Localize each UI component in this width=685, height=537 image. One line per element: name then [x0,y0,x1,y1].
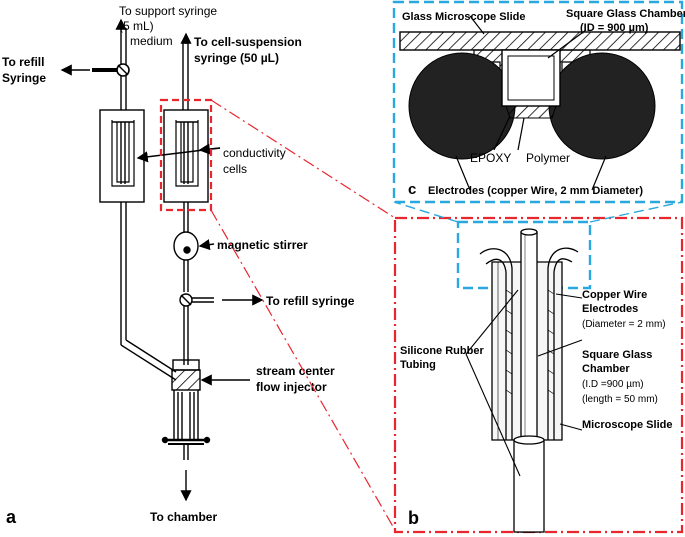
red-zoom-frames [159,98,684,534]
panel-b-leaders [465,289,583,477]
panel-c-leaders [455,15,607,191]
panel-a-apparatus [92,28,214,460]
conductivity-label-2: cells [223,162,247,176]
b-square-label-1: Square Glass [582,349,652,361]
support-syringe-label-1: To support syringe [119,4,217,18]
injector-label-1: stream center [256,364,335,378]
refill-label-1: To refill [2,55,44,69]
b-copper-label-3: (Diameter = 2 mm) [582,319,666,330]
c-electrodes-label: Electrodes (copper Wire, 2 mm Diameter) [428,185,643,197]
c-epoxy-label: EPOXY [470,151,511,165]
b-silicone-label-2: Tubing [400,359,436,371]
panel-b-assembly [479,228,579,533]
b-square-label-4: (length = 50 mm) [582,394,658,405]
to-chamber-label: To chamber [150,510,217,524]
b-copper-label-1: Copper Wire [582,289,647,301]
panel-a-arrows [60,18,264,502]
b-silicone-label-1: Silicone Rubber [400,345,484,357]
panel-c-letter: c [408,181,416,198]
conductivity-label-1: conductivity [223,146,286,160]
panel-c-cross-section [399,31,681,160]
c-chamber-label-1: Square Glass Chamber [566,8,685,20]
c-chamber-label-2: (ID = 900 µm) [580,22,649,34]
blue-zoom-frames [392,0,684,290]
support-syringe-label-2: (5 mL) [119,19,154,33]
medium-label: medium [130,34,173,48]
cell-suspension-label-1: To cell-suspension [194,35,302,49]
cell-suspension-label-2: syringe (50 µL) [194,51,279,65]
magnetic-stirrer-label: magnetic stirrer [217,238,308,252]
panel-b-letter: b [408,508,419,528]
c-polymer-label: Polymer [526,151,570,165]
b-square-label-3: (I.D =900 µm) [582,379,644,390]
b-copper-label-2: Electrodes [582,303,638,315]
b-square-label-2: Chamber [582,363,630,375]
injector-label-2: flow injector [256,380,327,394]
b-slide-label: Microscope Slide [582,419,672,431]
refill-syringe-label: To refill syringe [266,294,355,308]
panel-a-letter: a [6,507,17,527]
refill-label-2: Syringe [2,71,46,85]
c-slide-label: Glass Microscope Slide [402,11,526,23]
